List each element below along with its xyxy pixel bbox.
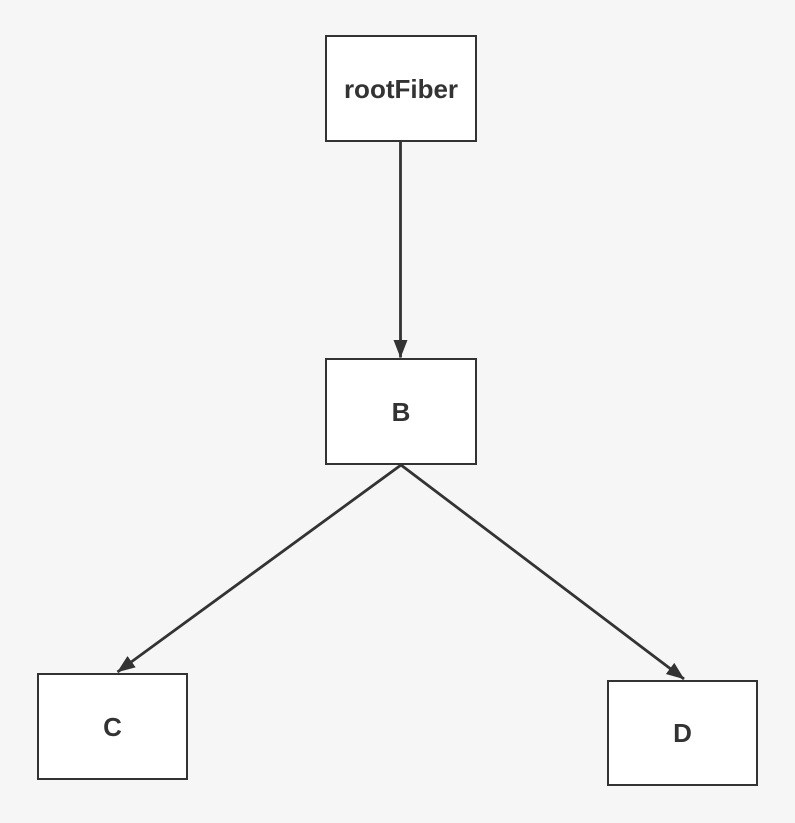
node-d: D xyxy=(607,680,758,786)
node-c-label: C xyxy=(103,711,122,742)
node-d-label: D xyxy=(673,718,692,748)
node-b-label: B xyxy=(391,396,411,427)
node-rootfiber: rootFiber xyxy=(325,35,477,142)
edge-b-to-c xyxy=(116,463,402,674)
node-c: C xyxy=(37,673,188,780)
edge-b-to-d xyxy=(400,463,685,681)
node-b: B xyxy=(325,358,477,465)
node-rootfiber-label: rootFiber xyxy=(343,73,459,104)
